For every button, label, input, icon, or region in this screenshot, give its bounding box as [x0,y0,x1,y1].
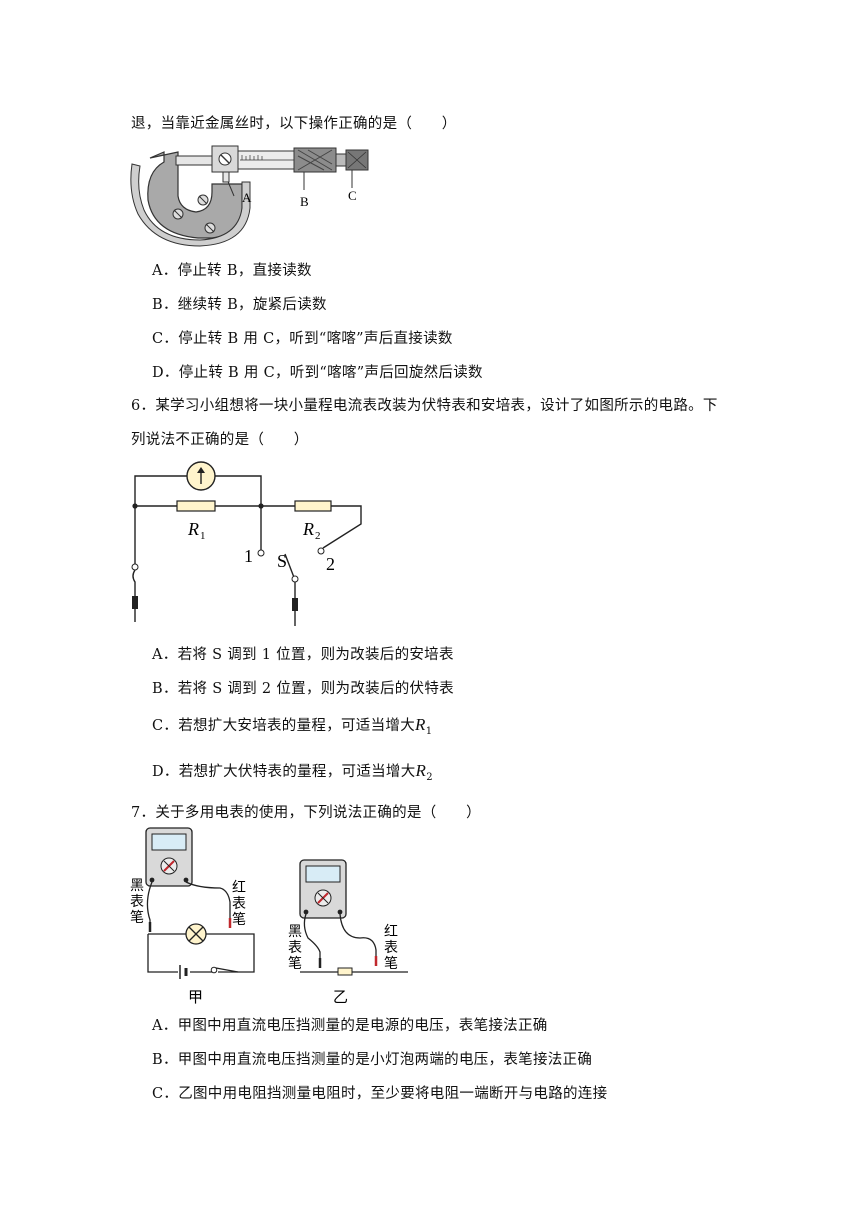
q6-option-c: C．若想扩大安培表的量程，可适当增大R1 [152,715,433,737]
svg-text:C: C [348,188,357,203]
q7-option-a: A．甲图中用直流电压挡测量的是电源的电压，表笔接法正确 [152,1018,548,1034]
svg-text:A: A [242,190,252,205]
svg-text:笔: 笔 [288,956,302,972]
q7-option-c: C．乙图中用电阻挡测量电阻时，至少要将电阻一端断开与电路的连接 [152,1086,608,1102]
svg-text:表: 表 [288,940,302,956]
q7-multimeter-figure: 黑 表 笔 红 表 笔 甲 黑 表 笔 红 表 笔 乙 [128,826,418,1012]
caption-yi: 乙 [333,990,348,1006]
svg-text:表: 表 [384,940,398,956]
svg-text:笔: 笔 [130,910,144,926]
q5-option-d: D．停止转 B 用 C，听到“喀喀”声后回旋然后读数 [152,365,483,381]
svg-text:笔: 笔 [232,912,246,928]
q7-stem: 7．关于多用电表的使用，下列说法正确的是（ ） [131,805,481,821]
resistor-r2 [294,500,332,512]
svg-text:黑: 黑 [288,925,302,940]
probe-plug [132,596,138,609]
q5-option-b: B．继续转 B，旋紧后读数 [152,297,327,313]
probe-plug [292,598,298,611]
svg-text:1: 1 [244,546,253,566]
svg-text:R: R [302,519,314,539]
q6-option-d: D．若想扩大伏特表的量程，可适当增大R2 [152,761,433,783]
caption-jia: 甲 [188,990,203,1006]
multimeter-left [145,827,193,887]
q7-option-b: B．甲图中用直流电压挡测量的是小灯泡两端的电压，表笔接法正确 [152,1052,593,1068]
resistor-icon [337,967,353,976]
q5-stem-tail: 退，当靠近金属丝时，以下操作正确的是（ ） [131,116,457,132]
svg-text:2: 2 [326,554,335,574]
svg-text:B: B [300,194,309,209]
micrometer-figure: A B C [128,142,388,252]
svg-text:黑: 黑 [130,879,144,894]
q6-stem-line1: 6．某学习小组想将一块小量程电流表改装为伏特表和安培表，设计了如图所示的电路。下 [131,398,718,414]
svg-text:表: 表 [130,894,144,910]
multimeter-right [299,859,347,919]
q6-circuit-figure: R 1 R 2 1 S 2 [125,456,375,635]
svg-text:表: 表 [232,896,246,912]
svg-text:红: 红 [384,924,398,940]
svg-text:S: S [277,551,287,571]
svg-text:R: R [187,519,199,539]
q6-option-b: B．若将 S 调到 2 位置，则为改装后的伏特表 [152,681,454,697]
svg-text:笔: 笔 [384,956,398,972]
q5-option-c: C．停止转 B 用 C，听到“喀喀”声后直接读数 [152,331,453,347]
svg-text:1: 1 [200,530,206,542]
resistor-r1 [176,500,216,512]
q6-stem-line2: 列说法不正确的是（ ） [131,432,309,448]
q5-option-a: A．停止转 B，直接读数 [152,263,312,279]
svg-text:红: 红 [232,880,246,896]
svg-text:2: 2 [315,530,321,542]
q6-option-a: A．若将 S 调到 1 位置，则为改装后的安培表 [152,647,454,663]
